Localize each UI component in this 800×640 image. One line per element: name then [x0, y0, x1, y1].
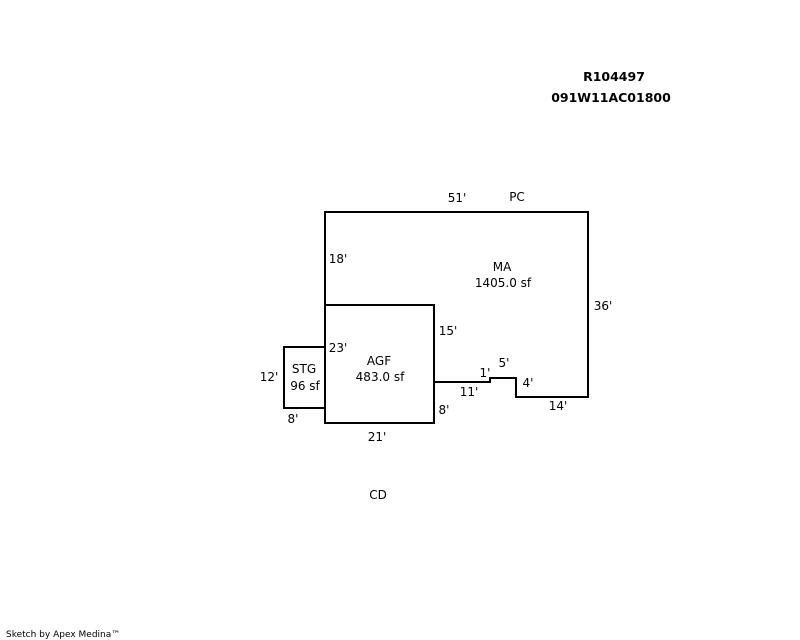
deck-label: CD — [369, 488, 387, 502]
account-id: R104497 — [583, 69, 645, 84]
dim-main-step-top: 5' — [499, 356, 510, 370]
sketch-credit: Sketch by Apex Medina™ — [6, 630, 120, 640]
dim-main-left: 18' — [329, 252, 348, 266]
porch-label: PC — [509, 190, 525, 204]
dim-garage-left: 23' — [329, 341, 348, 355]
dim-garage-bottom: 21' — [368, 430, 387, 444]
dim-garage-right-upper: 15' — [439, 324, 458, 338]
dim-main-notch: 4' — [523, 376, 534, 390]
main-area-outline — [324, 211, 589, 398]
map-number: 091W11AC01800 — [551, 90, 671, 105]
dim-storage-left: 12' — [260, 370, 279, 384]
garage-code: AGF — [367, 354, 391, 368]
dim-main-top: 51' — [448, 191, 467, 205]
dim-storage-bottom: 8' — [288, 412, 299, 426]
dim-main-right: 36' — [594, 299, 613, 313]
main-area-size: 1405.0 sf — [475, 276, 532, 290]
storage-code: STG — [292, 362, 316, 376]
dim-main-step-side: 1' — [480, 366, 491, 380]
dim-main-bottom: 14' — [549, 399, 568, 413]
storage-outline — [283, 346, 325, 409]
main-area-code: MA — [493, 260, 512, 274]
garage-size: 483.0 sf — [356, 370, 405, 384]
garage-outline — [324, 304, 435, 424]
storage-size: 96 sf — [290, 379, 320, 393]
dim-garage-right-lower: 8' — [439, 403, 450, 417]
dim-main-bottom-left: 11' — [460, 385, 479, 399]
